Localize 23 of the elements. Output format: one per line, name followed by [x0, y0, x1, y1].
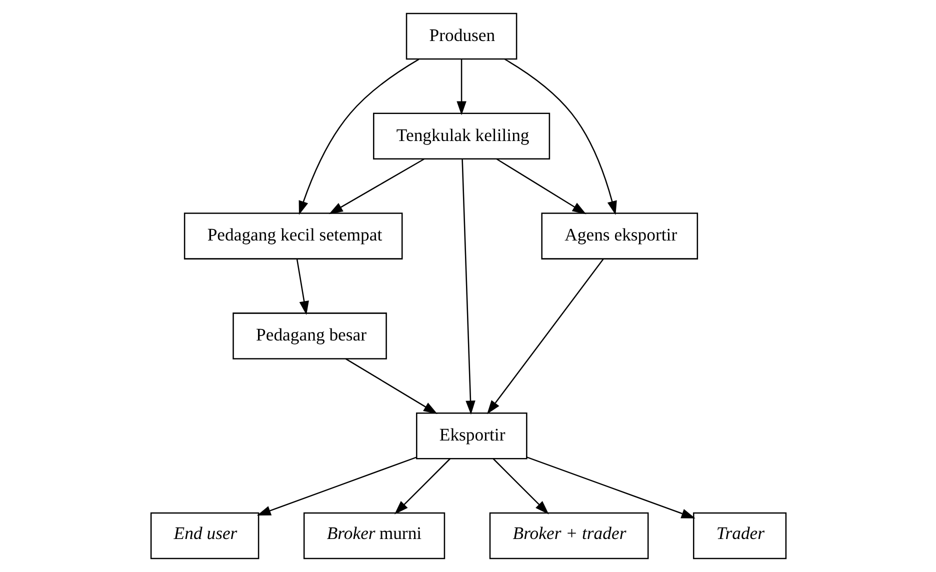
- node-box: Eksportir: [416, 412, 527, 460]
- node-box: Pedagang kecil setempat: [183, 212, 402, 260]
- arrow: [394, 458, 450, 514]
- arrow: [504, 58, 616, 215]
- node-box: End user: [150, 512, 259, 560]
- arrow: [461, 159, 475, 415]
- arrow: [298, 58, 419, 215]
- arrow: [526, 456, 695, 518]
- arrow: [256, 456, 416, 516]
- arrow: [486, 258, 604, 414]
- node-box: Tengkulak keliling: [372, 112, 550, 160]
- node-box: Produsen: [405, 12, 517, 60]
- arrow: [344, 358, 437, 414]
- arrow: [496, 158, 586, 214]
- node-box: Broker + trader: [488, 512, 648, 560]
- node-box: Agens eksportir: [540, 212, 698, 260]
- node-box: Trader: [692, 512, 786, 560]
- arrow: [328, 158, 424, 214]
- arrow: [296, 258, 308, 316]
- node-box: Broker murni: [302, 512, 445, 560]
- arrow: [456, 59, 466, 116]
- node-box: Pedagang besar: [232, 312, 386, 360]
- arrow: [492, 458, 548, 514]
